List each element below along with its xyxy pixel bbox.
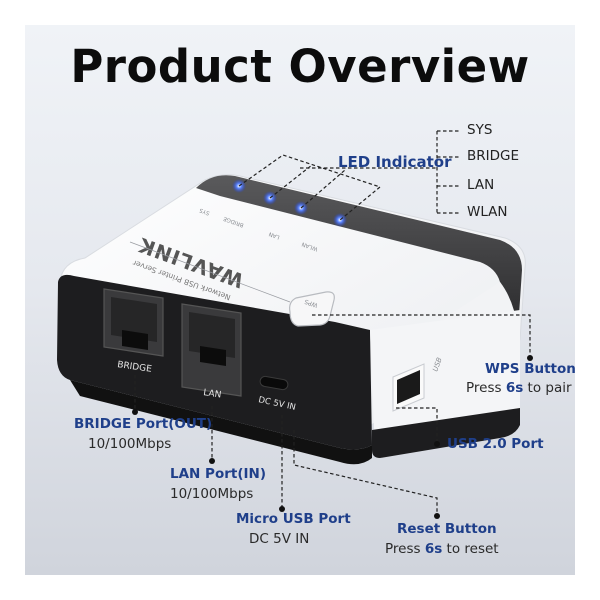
lan-port-desc: 10/100Mbps — [170, 486, 254, 502]
lan-port — [181, 303, 242, 397]
led-item-sys: SYS — [467, 122, 493, 138]
callout-dots — [132, 355, 533, 519]
bridge-port-label: BRIDGE Port(OUT) — [74, 416, 213, 432]
micro-usb-label: Micro USB Port — [236, 511, 351, 527]
led-indicator-label: LED Indicator — [338, 153, 452, 171]
reset-button-label: Reset Button — [397, 521, 497, 537]
page-title: Product Overview — [70, 40, 530, 93]
callout-lines — [134, 130, 531, 515]
wps-button-label: WPS Button — [485, 361, 576, 377]
svg-text:SYS: SYS — [198, 206, 210, 215]
wps-button-desc: Press 6s to pair — [466, 380, 572, 396]
svg-text:WLAN: WLAN — [301, 240, 319, 251]
led-item-bridge: BRIDGE — [467, 148, 520, 164]
micro-usb-desc: DC 5V IN — [249, 531, 310, 547]
svg-text:WPS: WPS — [304, 297, 319, 308]
svg-text:BRIDGE: BRIDGE — [117, 360, 153, 375]
usb-a-port — [392, 363, 425, 412]
led-item-lan: LAN — [467, 177, 495, 193]
micro-usb-port — [259, 375, 289, 391]
svg-text:LAN: LAN — [203, 388, 222, 400]
brand-underline — [129, 241, 291, 303]
led-item-wlan: WLAN — [467, 204, 508, 220]
reset-button-desc: Press 6s to reset — [385, 541, 499, 557]
svg-text:LAN: LAN — [268, 230, 280, 239]
usb-port-label: USB 2.0 Port — [447, 436, 544, 452]
lan-port-label: LAN Port(IN) — [170, 466, 266, 482]
bridge-port-desc: 10/100Mbps — [88, 436, 172, 452]
bridge-port — [103, 288, 164, 357]
wps-button: WPS — [289, 291, 335, 327]
